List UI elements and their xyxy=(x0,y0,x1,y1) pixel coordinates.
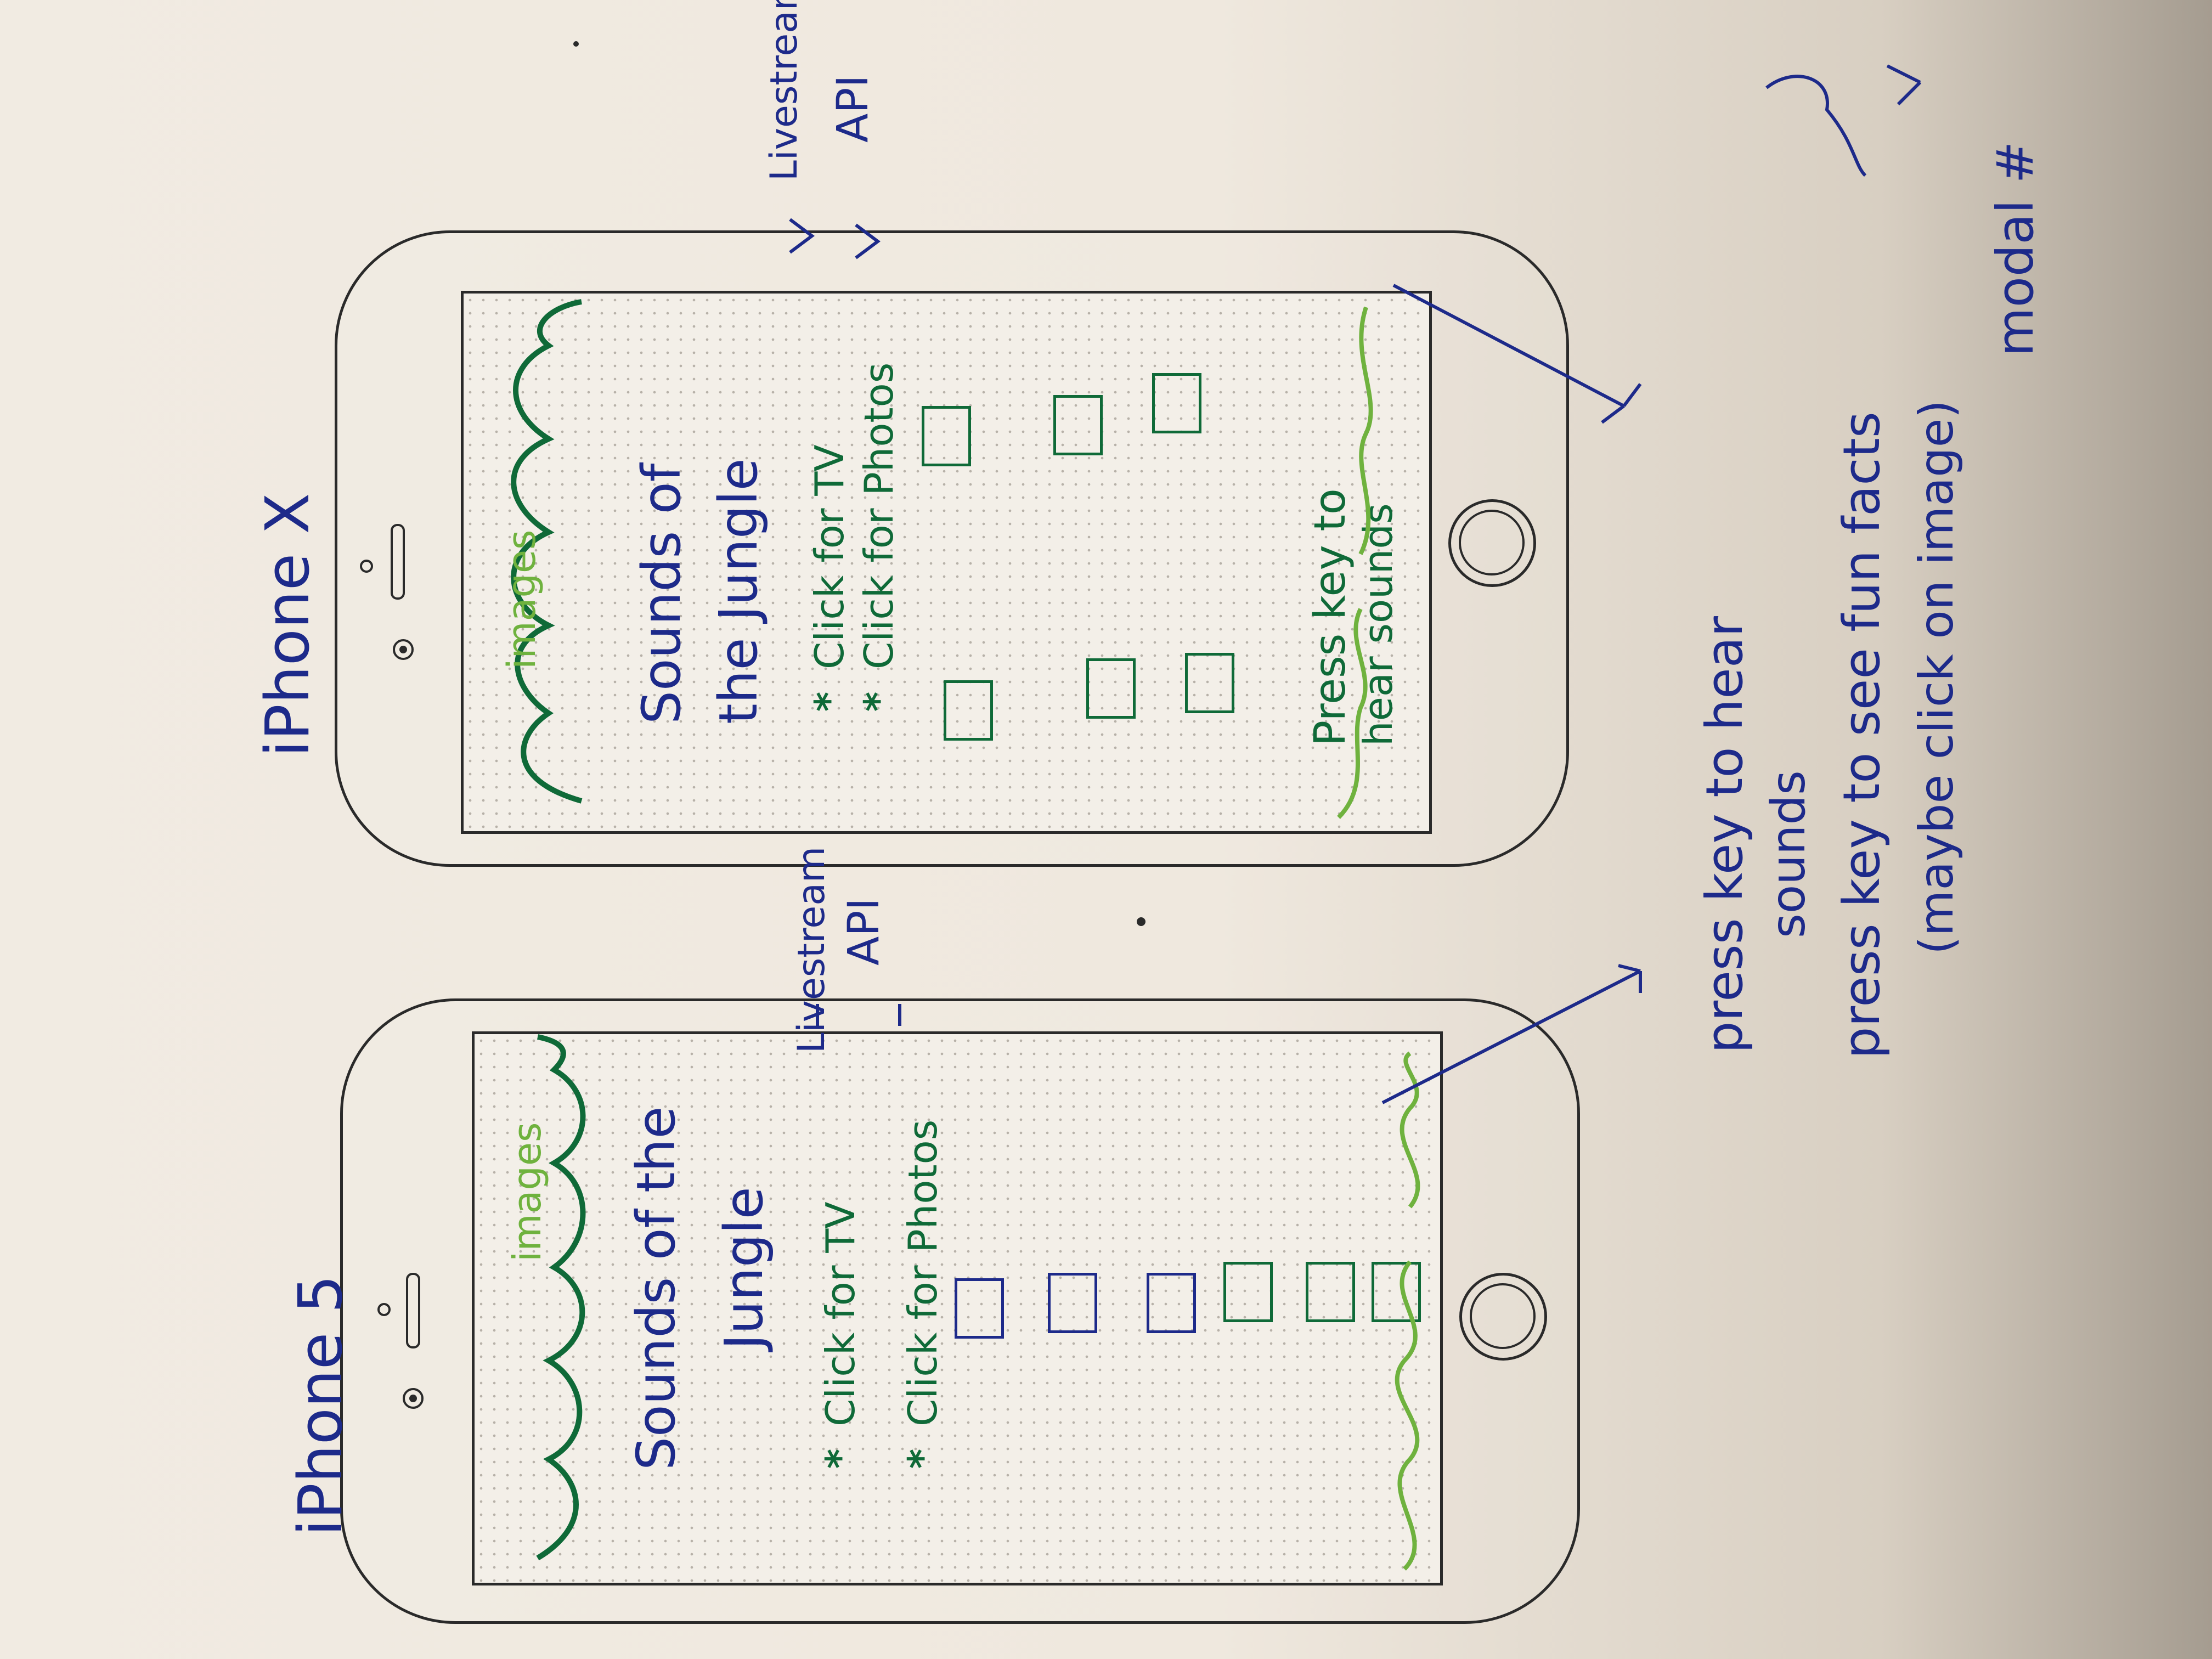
iphone5-sensor-dot xyxy=(377,1303,391,1316)
iphone5-camera xyxy=(403,1388,424,1409)
iphone5-footer-wave xyxy=(1395,1051,1420,1571)
iphonex-images-banner xyxy=(511,299,583,804)
iphonex-speaker xyxy=(391,524,405,600)
iphone5-speaker xyxy=(406,1273,420,1348)
iphone5-home-button[interactable] xyxy=(1459,1273,1547,1361)
iphone5-thumb[interactable] xyxy=(1147,1273,1196,1333)
iphone5-thumb[interactable] xyxy=(1048,1273,1097,1333)
iphonex-thumb[interactable] xyxy=(1086,658,1136,719)
iphone5-screen xyxy=(472,1031,1443,1585)
iphonex-thumb[interactable] xyxy=(1185,653,1234,713)
iphonex-thumb[interactable] xyxy=(1152,373,1201,433)
iphonex-thumb[interactable] xyxy=(944,680,993,741)
iphonex-sensor-dot xyxy=(360,560,373,573)
iphonex-home-button[interactable] xyxy=(1448,499,1536,587)
iphone5-thumb[interactable] xyxy=(1372,1262,1421,1322)
iphone5-images-banner xyxy=(536,1034,586,1561)
iphonex-thumb[interactable] xyxy=(922,406,971,466)
iphone5-thumb[interactable] xyxy=(1223,1262,1273,1322)
iphonex-footer-wave xyxy=(1337,306,1373,819)
iphone5-thumb[interactable] xyxy=(1306,1262,1355,1322)
iphone5-thumb[interactable] xyxy=(955,1278,1004,1339)
iphonex-screen xyxy=(461,291,1432,834)
iphonex-camera xyxy=(393,639,414,660)
iphonex-thumb[interactable] xyxy=(1053,395,1103,455)
